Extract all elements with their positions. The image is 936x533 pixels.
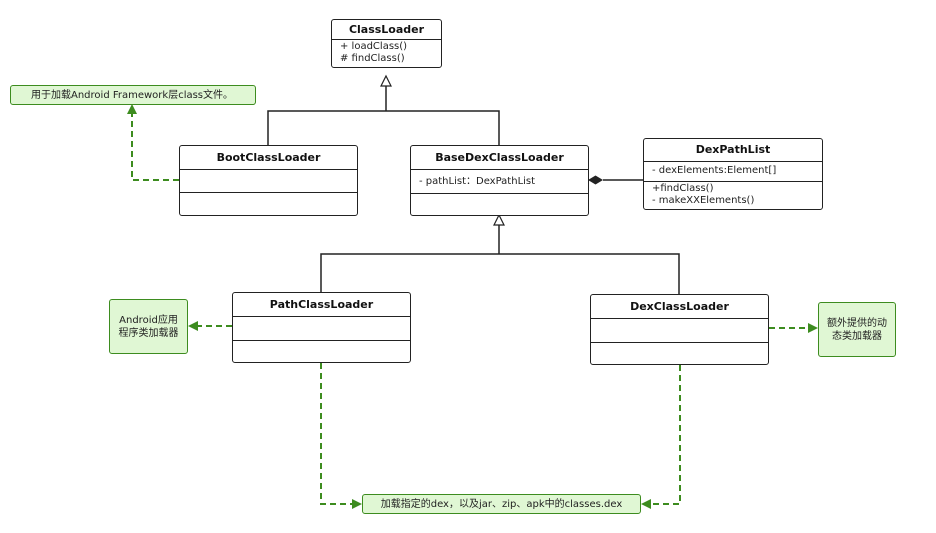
inheritance-to-basedexclassloader: [320, 213, 680, 294]
arrowhead-right-bottom: [352, 499, 362, 509]
class-dexpathlist: DexPathList - dexElements:Element[] +fin…: [643, 138, 823, 210]
class-name: BaseDexClassLoader: [435, 151, 564, 164]
note-dex: 额外提供的动 态类加载器: [818, 302, 896, 357]
methods-section: [591, 342, 768, 364]
note-text-line: 态类加载器: [832, 330, 882, 342]
fields-section: [591, 318, 768, 342]
method: - makeXXElements(): [652, 195, 755, 206]
methods-section: [411, 193, 588, 215]
note-boot: 用于加载Android Framework层class文件。: [10, 85, 256, 105]
class-name: PathClassLoader: [269, 298, 374, 311]
field: - dexElements:Element[]: [652, 165, 777, 177]
note-arrowheads: [127, 104, 818, 509]
class-bootclassloader: BootClassLoader: [179, 145, 358, 216]
fields-section: [233, 316, 410, 340]
class-classloader: ClassLoader + loadClass() # findClass(): [331, 19, 442, 68]
methods-section: + loadClass() # findClass(): [332, 39, 441, 67]
methods-section: +findClass() - makeXXElements(): [644, 181, 822, 209]
composition-pathlist: [588, 175, 643, 185]
note-text: 用于加载Android Framework层class文件。: [31, 89, 234, 101]
method: +findClass(): [652, 183, 714, 194]
class-dexclassloader: DexClassLoader: [590, 294, 769, 365]
arrowhead-left-bottom: [641, 499, 651, 509]
arrowhead-left-path: [188, 321, 198, 331]
fields-section: - dexElements:Element[]: [644, 160, 822, 181]
class-pathclassloader: PathClassLoader: [232, 292, 411, 363]
method: + loadClass(): [340, 41, 408, 52]
dex-bottom-link: [648, 365, 681, 505]
fields-section: [180, 169, 357, 192]
boot-note-link: [131, 112, 179, 181]
note-text-line: 额外提供的动: [827, 317, 887, 329]
methods-section: [180, 192, 357, 215]
path-bottom-link: [320, 363, 356, 505]
inheritance-to-classloader: [267, 74, 500, 145]
class-basedexclassloader: BaseDexClassLoader - pathList：DexPathLis…: [410, 145, 589, 216]
class-name: DexPathList: [695, 143, 771, 157]
method: # findClass(): [340, 53, 405, 64]
note-text-line: 程序类加载器: [118, 327, 179, 339]
field: - pathList：DexPathList: [419, 175, 536, 187]
arrowhead-up: [127, 104, 137, 114]
note-text: 加载指定的dex，以及jar、zip、apk中的classes.dex: [380, 498, 623, 510]
arrowhead-right-dex: [808, 323, 818, 333]
note-path: Android应用 程序类加载器: [109, 299, 188, 354]
fields-section: - pathList：DexPathList: [411, 169, 588, 193]
note-text-line: Android应用: [119, 314, 178, 326]
class-name: BootClassLoader: [216, 151, 321, 164]
note-connectors: [131, 112, 810, 505]
note-bottom: 加载指定的dex，以及jar、zip、apk中的classes.dex: [362, 494, 641, 514]
class-name: DexClassLoader: [630, 300, 729, 313]
class-name: ClassLoader: [348, 23, 425, 36]
methods-section: [233, 340, 410, 362]
